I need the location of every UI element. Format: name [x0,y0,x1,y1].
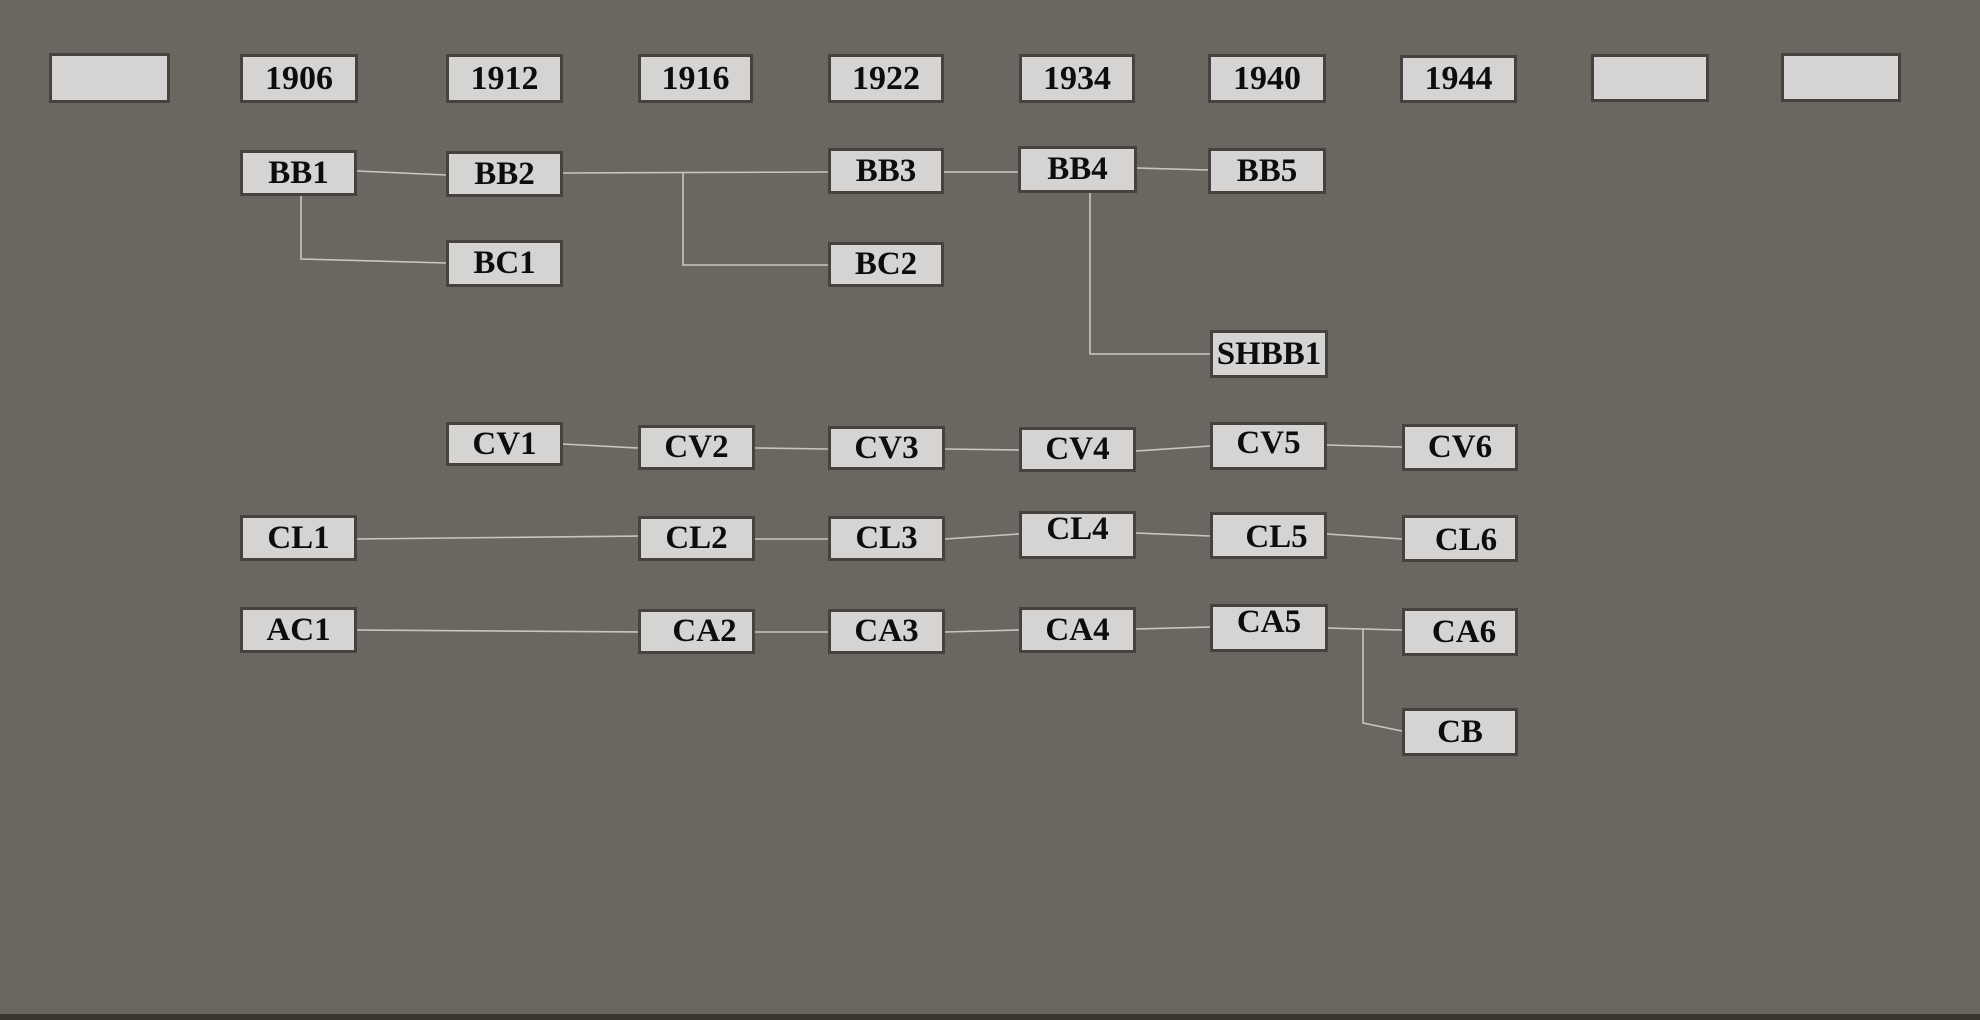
edge-CA3-CA4 [944,629,1020,633]
node-BB3[interactable]: BB3 [828,148,944,194]
node-label: 1912 [470,59,539,97]
node-SHBB1[interactable]: SHBB1 [1210,330,1328,378]
node-CV1[interactable]: CV1 [446,422,563,466]
node-label: BC1 [473,245,536,281]
node-label: BB4 [1047,151,1108,187]
edge-BB2BB3-BC2 [682,172,828,266]
year-box-1940[interactable]: 1940 [1208,54,1326,103]
node-CV2[interactable]: CV2 [638,425,755,470]
edge-CL5-CL6 [1326,533,1403,540]
node-CA6[interactable]: CA6 [1402,608,1518,656]
node-BB2[interactable]: BB2 [446,151,563,197]
year-box-1944[interactable]: 1944 [1400,55,1517,103]
node-label: CA3 [854,613,919,649]
node-label: CA4 [1045,611,1110,648]
node-label: CL4 [1046,510,1109,547]
edge-BB4-BB5 [1136,167,1209,171]
node-CL6[interactable]: CL6 [1402,515,1518,562]
bottom-edge-bar [0,1014,1980,1020]
node-label: BC2 [854,246,918,282]
year-box-blank[interactable] [49,53,170,103]
year-box-1922[interactable]: 1922 [828,54,944,103]
edge-BB4-SHBB1 [1089,193,1210,355]
node-CA2[interactable]: CA2 [638,609,755,654]
node-label: CL2 [665,520,728,556]
node-label: 1940 [1233,59,1301,97]
node-label: CL3 [855,520,918,556]
node-AC1[interactable]: AC1 [240,607,357,653]
node-CV6[interactable]: CV6 [1402,424,1518,471]
node-label: CV1 [472,425,537,462]
node-label: CV2 [664,429,729,465]
node-CA5[interactable]: CA5 [1210,604,1328,652]
node-BC2[interactable]: BC2 [828,242,944,287]
node-label: BB5 [1236,152,1298,189]
node-label: CV4 [1045,431,1110,467]
edge-BB1-BC1 [300,196,447,264]
node-label: AC1 [266,611,331,648]
edge-CL3-CL4 [944,533,1020,540]
edge-CV2-CV3 [754,447,829,450]
node-CV4[interactable]: CV4 [1019,427,1136,472]
node-label: BB1 [268,154,329,191]
node-label: CL5 [1245,519,1308,555]
edge-CL4-CL5 [1135,532,1211,537]
node-CV5[interactable]: CV5 [1210,422,1327,470]
edge-CV1-CV2 [562,443,639,449]
node-BB5[interactable]: BB5 [1208,148,1326,194]
node-label: 1922 [852,59,920,97]
node-label: 1906 [265,59,333,97]
node-CL3[interactable]: CL3 [828,516,945,561]
node-CL4[interactable]: CL4 [1019,511,1136,559]
node-CA4[interactable]: CA4 [1019,607,1136,653]
node-CL2[interactable]: CL2 [638,516,755,561]
edge-CA5CA6-CB [1362,629,1403,732]
node-CV3[interactable]: CV3 [828,426,945,470]
node-CA3[interactable]: CA3 [828,609,945,654]
edge-CL1-CL2 [356,535,639,540]
node-BB1[interactable]: BB1 [240,150,357,196]
node-BB4[interactable]: BB4 [1018,146,1137,193]
node-label: CV5 [1236,424,1301,461]
node-label: BB2 [474,155,535,192]
node-label: CV3 [854,429,919,466]
node-CB[interactable]: CB [1402,708,1518,756]
edge-CA5-CA6 [1326,627,1403,631]
node-label: BB3 [855,152,917,189]
node-BC1[interactable]: BC1 [446,240,563,287]
year-box-blank[interactable] [1781,53,1901,102]
node-label: 1934 [1043,59,1111,97]
node-label: CL1 [267,519,330,556]
node-label: CB [1437,713,1483,750]
year-box-1934[interactable]: 1934 [1019,54,1135,103]
edge-CV4-CV5 [1135,445,1211,452]
year-box-1906[interactable]: 1906 [240,54,358,103]
node-label: 1944 [1424,60,1493,97]
year-box-1916[interactable]: 1916 [638,54,753,103]
edge-BB2-BB3 [562,171,829,174]
year-box-blank[interactable] [1591,54,1709,102]
node-label: CA6 [1431,613,1497,650]
node-label: 1916 [661,59,730,97]
year-box-1912[interactable]: 1912 [446,54,563,103]
edge-CV3-CV4 [944,448,1020,451]
node-label: SHBB1 [1216,335,1322,372]
node-label: CA5 [1236,603,1302,640]
node-CL1[interactable]: CL1 [240,515,357,561]
node-label: CA2 [672,613,737,649]
edge-BB1-BB2 [356,170,447,176]
node-label: CL6 [1434,522,1498,558]
edge-AC1-CA2 [356,629,639,633]
edge-CA4-CA5 [1135,626,1211,630]
node-label: CV6 [1427,429,1493,465]
node-CL5[interactable]: CL5 [1210,512,1327,559]
edge-CV5-CV6 [1326,444,1403,448]
